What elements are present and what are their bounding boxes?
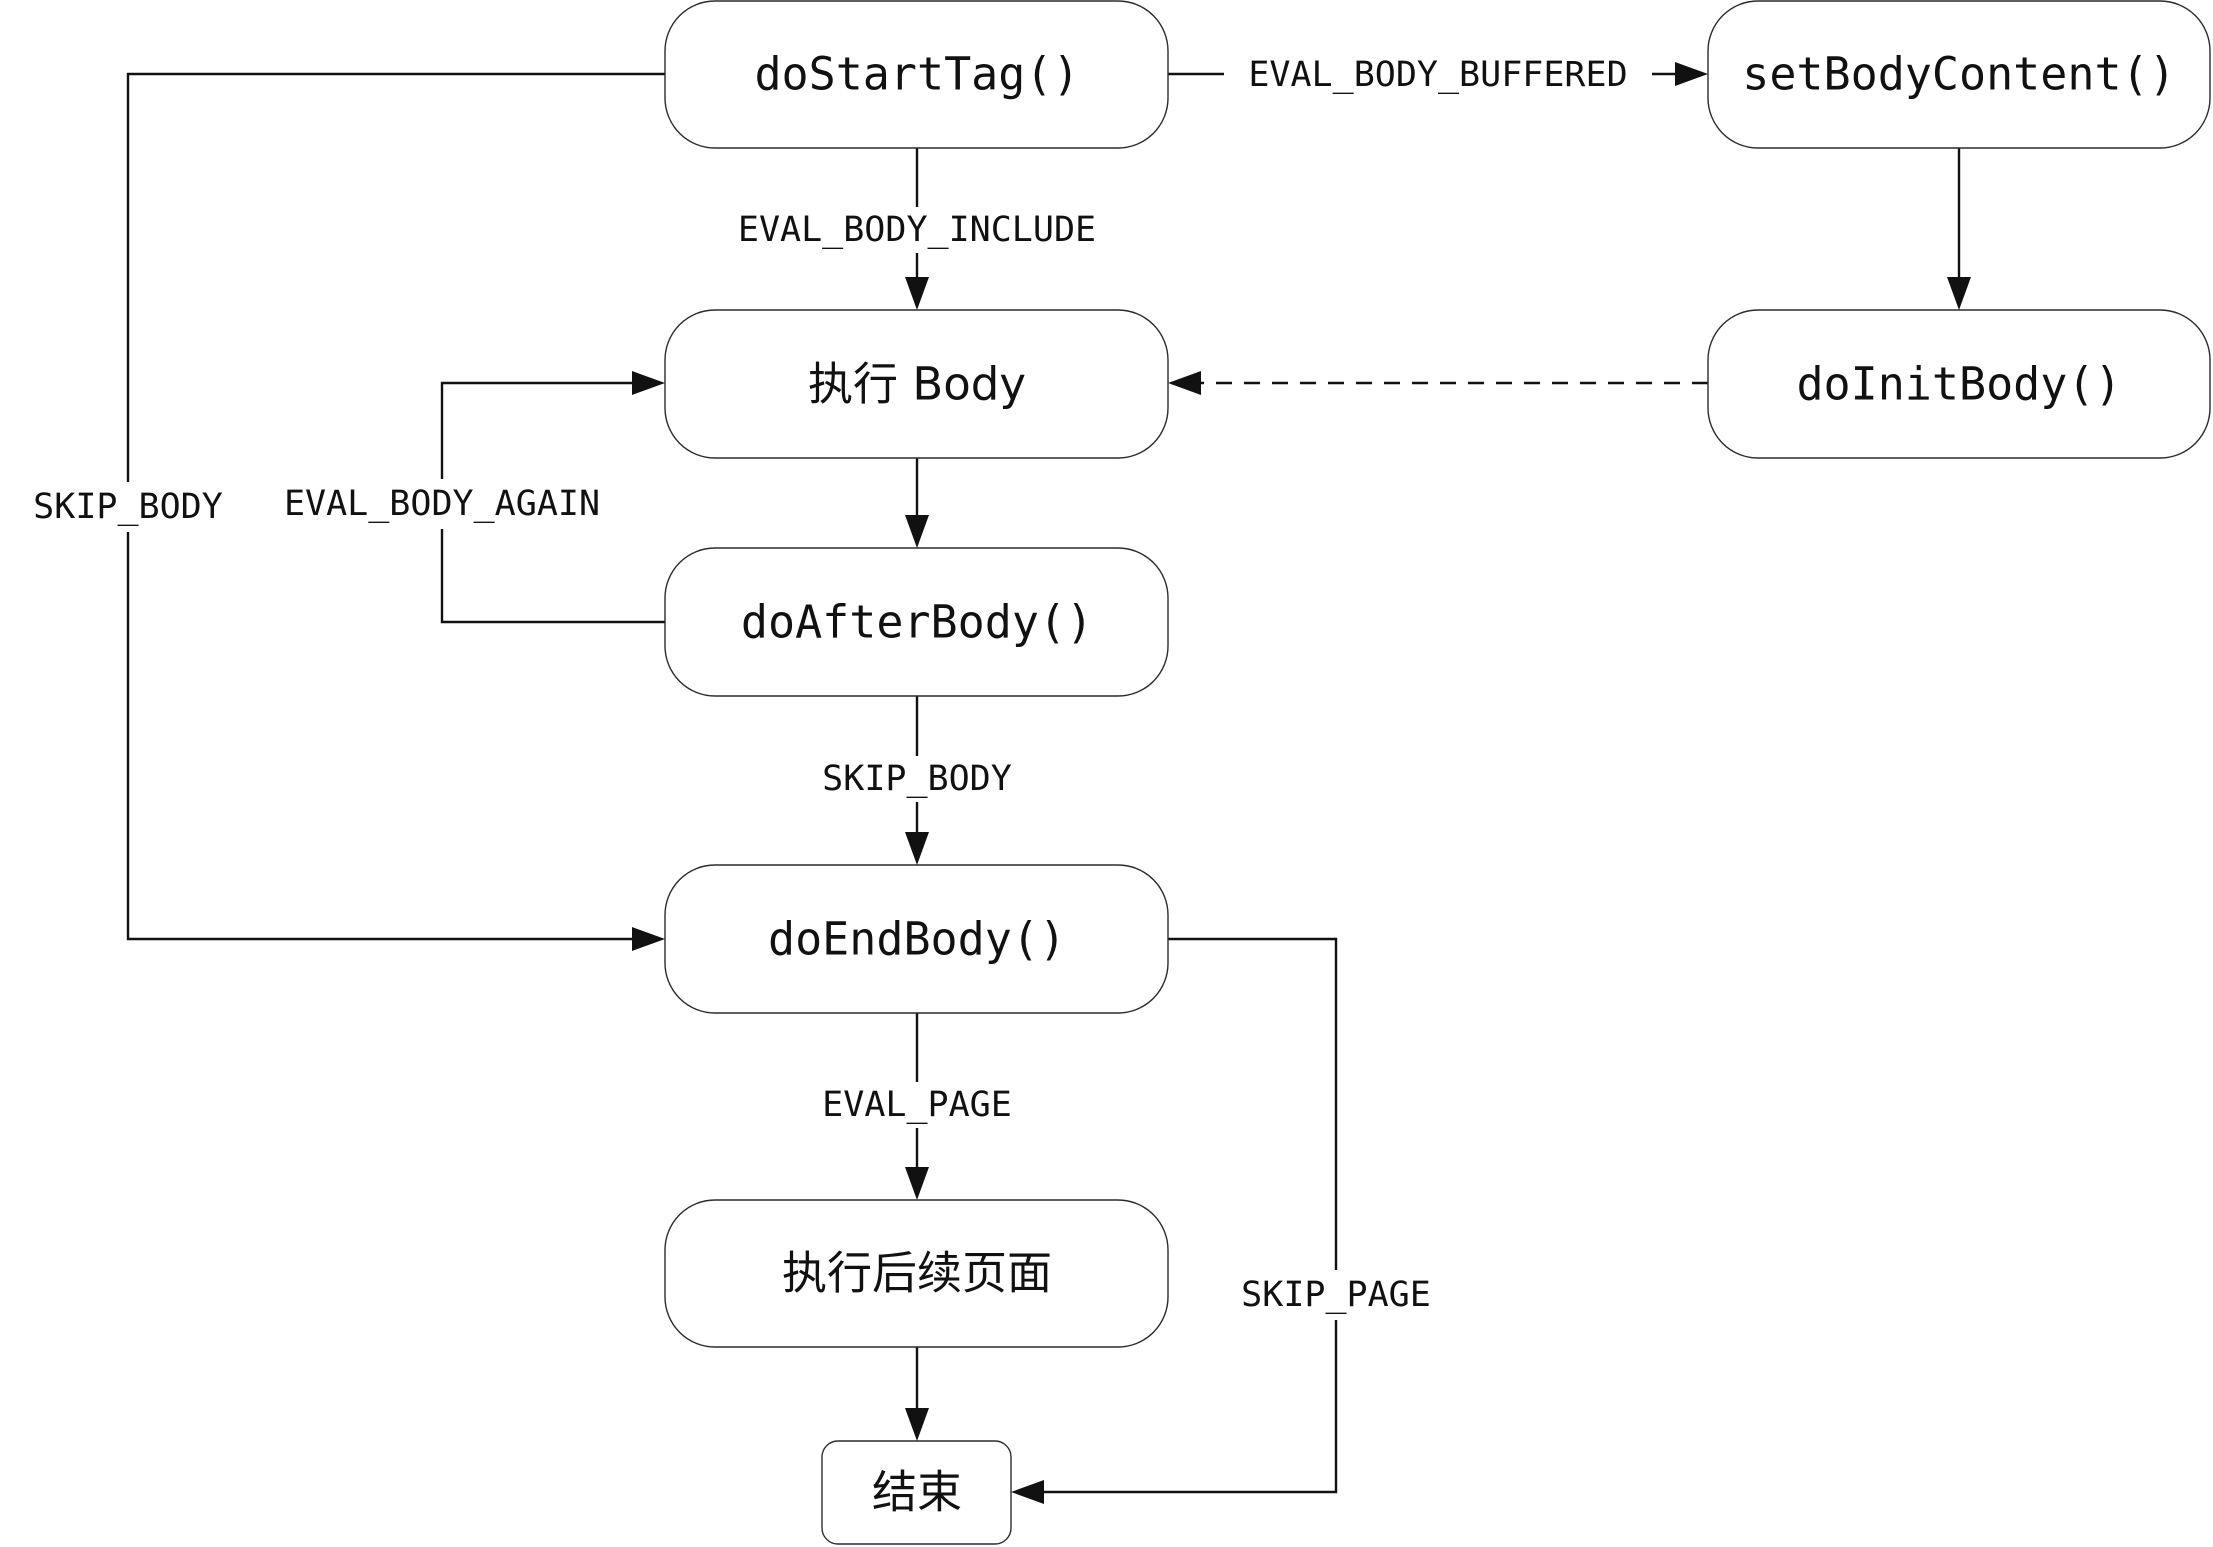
edge-label-skip-page: SKIP_PAGE <box>1241 1275 1431 1315</box>
edge-label-skip-body-center: SKIP_BODY <box>822 759 1012 799</box>
node-end: 结束 <box>821 1440 1012 1545</box>
node-label: 执行 Body <box>808 358 1026 411</box>
node-execute-body: 执行 Body <box>664 309 1169 459</box>
node-label: setBodyContent() <box>1742 48 2175 101</box>
edge-execute-body-to-doafterbody <box>905 458 929 548</box>
node-label: doAfterBody() <box>741 596 1093 649</box>
node-do-start-tag: doStartTag() <box>664 0 1169 149</box>
edge-setbodycontent-to-doinitbody <box>1947 148 1971 310</box>
node-label: doEndBody() <box>768 913 1066 966</box>
node-label: 结束 <box>872 1466 962 1519</box>
node-execute-rest-of-page: 执行后续页面 <box>664 1199 1169 1348</box>
edge-rest-of-page-to-end <box>905 1347 929 1441</box>
node-do-init-body: doInitBody() <box>1707 309 2211 459</box>
node-label: doStartTag() <box>754 48 1079 101</box>
edge-label-eval-body-include: EVAL_BODY_INCLUDE <box>738 210 1096 250</box>
node-do-end-body: doEndBody() <box>664 864 1169 1014</box>
edge-doinitbody-to-execute-body <box>1168 371 1708 395</box>
node-label: doInitBody() <box>1796 358 2121 411</box>
node-do-after-body: doAfterBody() <box>664 547 1169 697</box>
edge-skip-page <box>1011 937 1338 1504</box>
edge-label-eval-body-again: EVAL_BODY_AGAIN <box>284 484 600 524</box>
edge-label-eval-body-buffered: EVAL_BODY_BUFFERED <box>1248 55 1627 95</box>
edge-label-skip-body-left: SKIP_BODY <box>33 487 223 527</box>
edge-label-eval-page: EVAL_PAGE <box>822 1085 1012 1125</box>
node-label: 执行后续页面 <box>782 1247 1052 1300</box>
node-set-body-content: setBodyContent() <box>1707 0 2211 149</box>
